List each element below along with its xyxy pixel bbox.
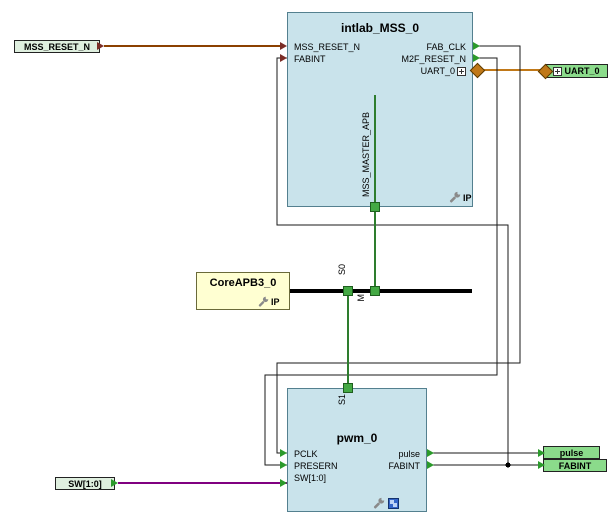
wire-fabint-to-mss[interactable] [276,57,509,465]
pin-pwm-fabint[interactable]: FABINT [388,461,420,471]
bif-bus-s0[interactable] [343,286,353,296]
hdl-core-icon[interactable] [388,498,399,509]
pin-fab-clk[interactable]: FAB_CLK [426,42,466,52]
pin-presern[interactable]: PRESERN [294,461,338,471]
expand-bus-icon[interactable] [553,66,563,76]
bif-label-s1: S1 [337,394,347,406]
bif-mss-master-apb[interactable] [370,202,380,212]
block-coreapb3-0[interactable]: CoreAPB3_0 IP [196,272,290,310]
port-pulse-label: pulse [559,447,584,458]
pin-mss-fabint[interactable]: FABINT [294,54,326,64]
pin-glyph-pclk[interactable] [280,449,287,457]
block-title: pwm_0 [336,431,378,445]
port-mss-reset-n[interactable]: MSS_RESET_N [14,40,100,53]
wrench-icon[interactable] [257,296,269,308]
junction-dot [505,462,511,468]
wrench-icon[interactable] [448,191,461,204]
ip-badge: IP [271,297,280,307]
pin-uart-0-label: UART_0 [420,66,455,76]
port-arrow-fabint [538,461,545,469]
pin-pclk[interactable]: PCLK [294,449,318,459]
pin-glyph-m2f-reset-n[interactable] [473,54,480,62]
pin-sw[interactable]: SW[1:0] [294,473,327,483]
port-fabint-label: FABINT [558,460,592,471]
pin-pulse[interactable]: pulse [398,449,420,459]
pin-glyph-fab-clk[interactable] [473,42,480,50]
pin-m2f-reset-n[interactable]: M2F_RESET_N [401,54,466,64]
port-pulse[interactable]: pulse [543,446,600,459]
block-pwm-0[interactable]: pwm_0 PCLK PRESERN SW[1:0] pulse FABINT [287,388,427,512]
port-uart-0-label: UART_0 [564,66,600,76]
pin-glyph-pwm-fabint[interactable] [427,461,434,469]
ip-badge: IP [463,193,472,203]
port-sw-label: SW[1:0] [68,478,102,489]
block-title: intlab_MSS_0 [340,21,420,35]
pin-glyph-pulse[interactable] [427,449,434,457]
pin-glyph-sw[interactable] [280,479,287,487]
port-sw[interactable]: SW[1:0] [55,477,115,490]
port-arrow-mss-reset-n [97,42,104,50]
pin-glyph-presern[interactable] [280,461,287,469]
bif-label-s0: S0 [337,264,347,276]
port-mss-reset-n-label: MSS_RESET_N [23,41,91,52]
expand-bus-icon[interactable] [457,66,466,76]
pin-glyph-mss-reset-n[interactable] [280,42,287,50]
port-uart-0[interactable]: UART_0 [545,64,608,78]
pin-m2f-reset-n-label: M2F_RESET_N [401,54,466,64]
pin-mss-reset-n[interactable]: MSS_RESET_N [294,42,361,52]
wrench-icon[interactable] [372,497,385,510]
wire-fab-clk-to-pclk[interactable] [276,45,521,454]
bif-label-m: M [356,294,366,302]
pin-pulse-label: pulse [398,449,420,459]
port-arrow-sw [111,479,118,487]
pin-pwm-fabint-label: FABINT [388,461,420,471]
bif-label-mss-master-apb: MSS_MASTER_APB [361,112,371,198]
block-intlab-mss-0[interactable]: intlab_MSS_0 MSS_RESET_N FABINT FAB_CLK … [287,12,473,207]
pin-glyph-mss-fabint[interactable] [280,54,287,62]
port-fabint[interactable]: FABINT [543,459,607,472]
wire-m2f-reset-n-to-presern[interactable] [264,57,498,466]
block-title: CoreAPB3_0 [209,277,277,289]
port-arrow-pulse [538,449,545,457]
pin-uart-0[interactable]: UART_0 [421,66,466,76]
pin-fab-clk-label: FAB_CLK [426,42,466,52]
bif-pwm-s1[interactable] [343,383,353,393]
bif-bus-m[interactable] [370,286,380,296]
